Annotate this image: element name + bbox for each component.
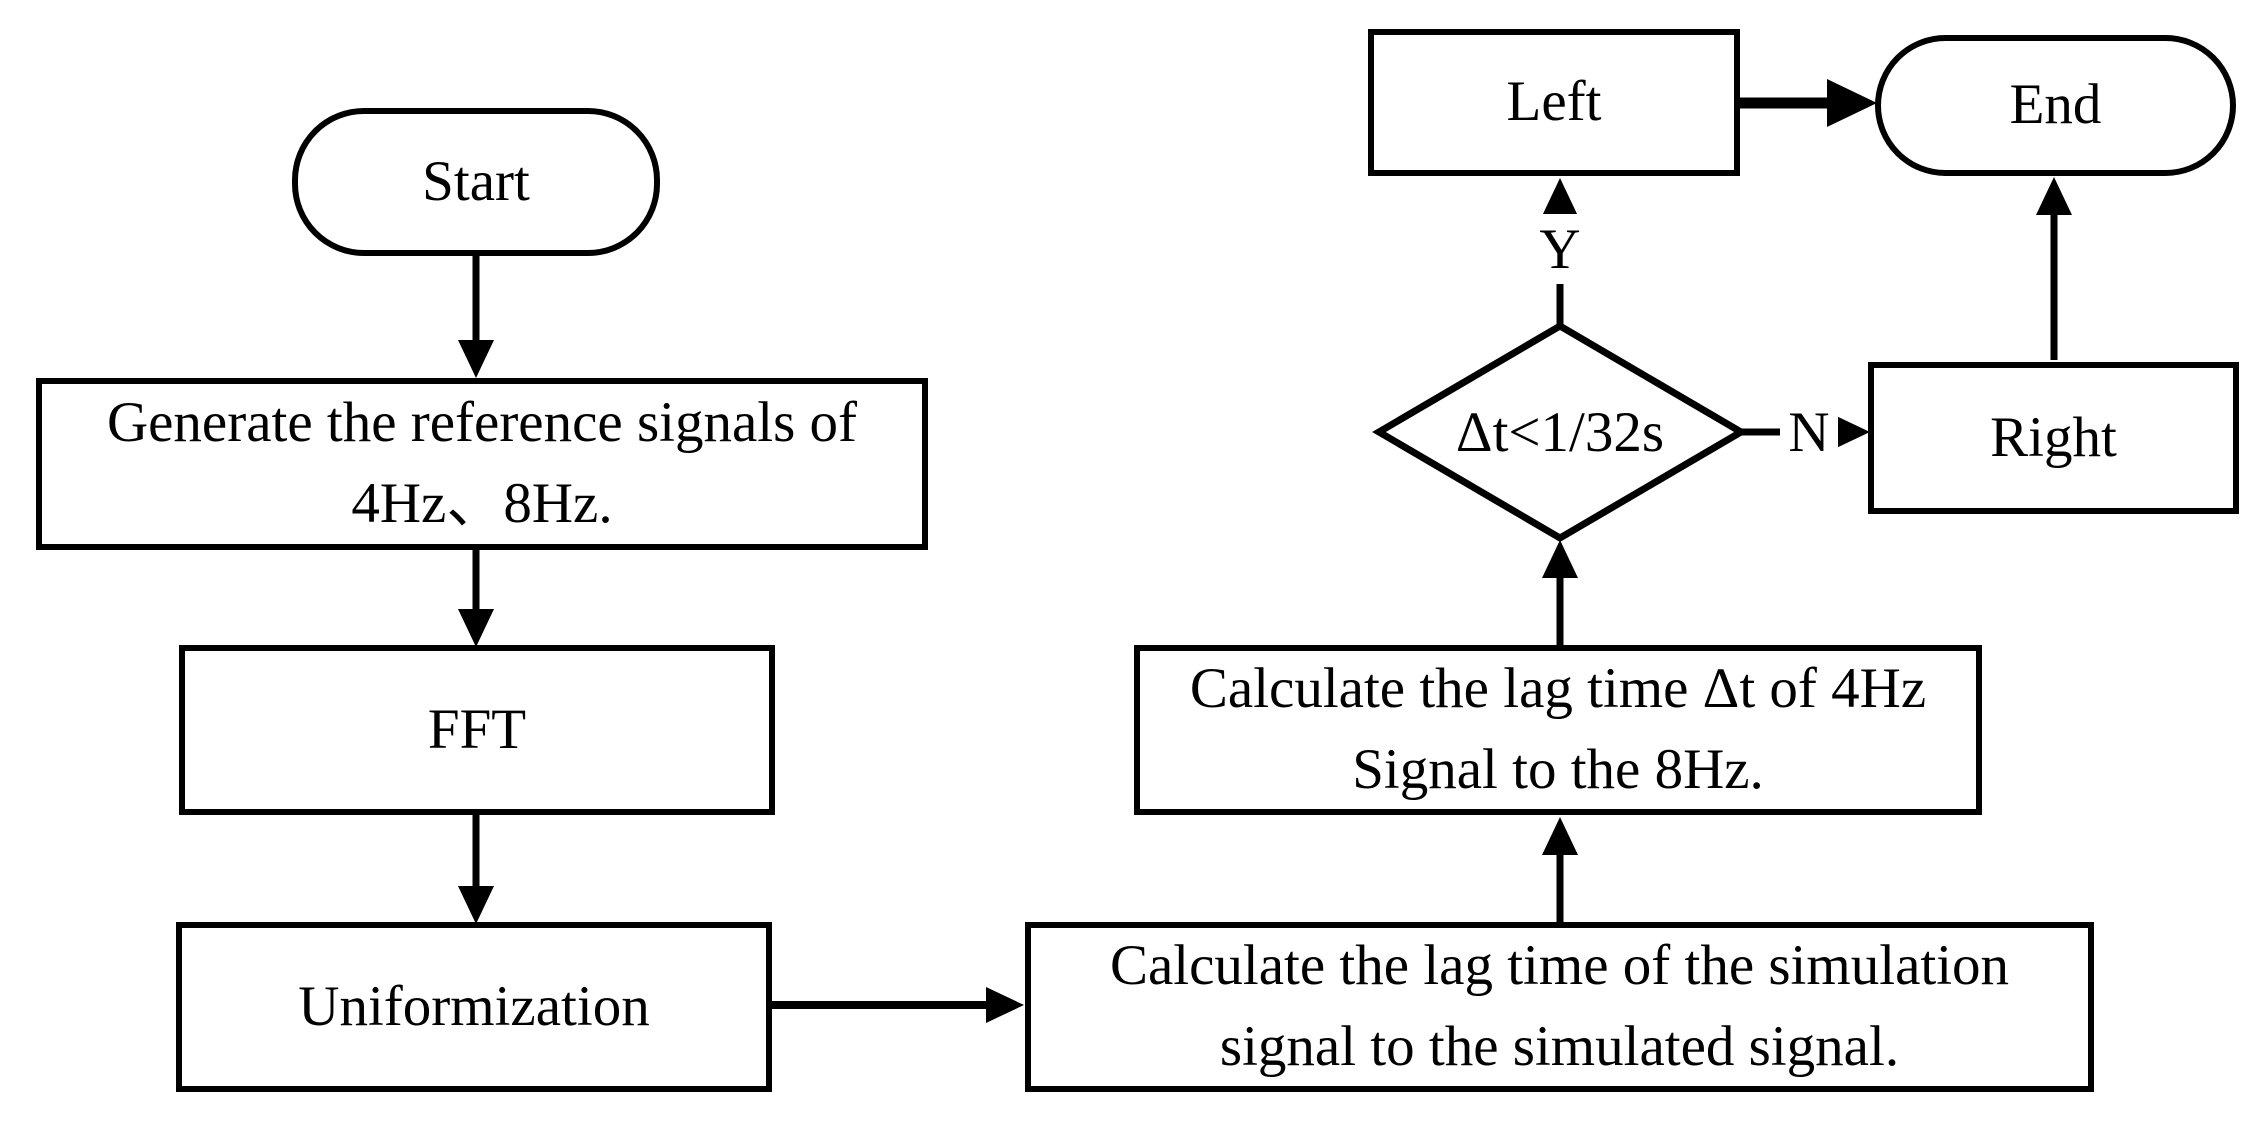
arrow-fft-to-uniformization <box>458 813 494 924</box>
decision-node-label: Δt<1/32s <box>1455 400 1665 464</box>
left-node: Left <box>1368 29 1740 176</box>
calculate-4hz-lag-node: Calculate the lag time Δt of 4Hz Signal … <box>1134 645 1982 815</box>
arrow-decision-to-right <box>1739 414 1870 450</box>
fft-node: FFT <box>179 645 775 815</box>
yes-branch-label: Y <box>1528 214 1592 284</box>
end-node: End <box>1875 35 2236 176</box>
calculate-simulation-lag-node: Calculate the lag time of the simulation… <box>1025 922 2094 1092</box>
arrow-decision-to-left <box>1542 178 1578 328</box>
uniformization-node: Uniformization <box>176 922 772 1092</box>
arrow-uniformization-to-calcsim <box>770 987 1024 1023</box>
start-node: Start <box>292 108 660 256</box>
decision-diamond-shape <box>1372 321 1748 543</box>
arrow-start-to-generate <box>458 252 494 378</box>
arrow-generate-to-fft <box>458 548 494 647</box>
right-node: Right <box>1868 362 2239 514</box>
arrow-calc4hz-to-decision <box>1542 540 1578 647</box>
arrow-right-to-end <box>2036 177 2072 360</box>
no-branch-label: N <box>1780 398 1838 466</box>
arrow-left-to-end <box>1740 79 1877 127</box>
arrow-calcsim-to-calc4hz <box>1542 817 1578 924</box>
generate-reference-signals-node: Generate the reference signals of 4Hz、8H… <box>36 378 928 550</box>
